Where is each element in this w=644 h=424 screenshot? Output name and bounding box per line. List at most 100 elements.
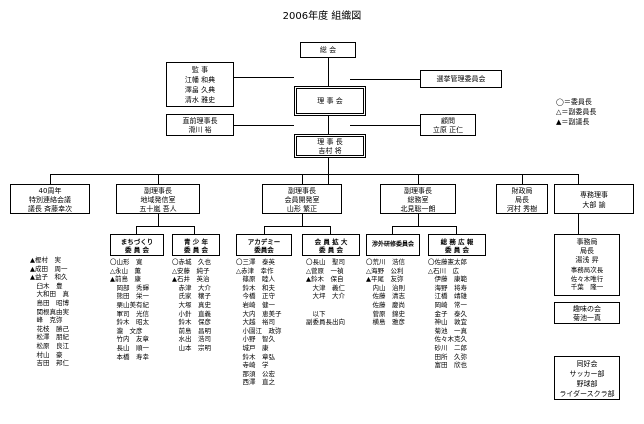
secretariat-line: 事務局 [576, 238, 598, 246]
connector [578, 174, 579, 184]
connector [522, 174, 523, 184]
committee-members: 〇山形 寛 △永山 薫 ▲前島 康 岡部 秀輝 熊田 栄一 栗山美有紀 軍司 光… [110, 258, 149, 361]
connector [456, 226, 457, 234]
committee-members: 〇荒川 浩信 △海野 公利 ▲平尾 友弥 内山 治則 佐藤 清志 佐藤 慶尚 菅… [366, 258, 405, 327]
connector [234, 77, 294, 78]
connector [158, 214, 159, 226]
division-line: 北見聡一朗 [400, 205, 436, 213]
connector [264, 226, 265, 234]
committee-name: アカデミー 委員会 [247, 238, 281, 254]
chart-title: 2006年度 組織図 [282, 11, 362, 22]
connector [350, 125, 420, 126]
division-line: 40周年 [38, 187, 62, 195]
special-conference-members: ▲樫村 実 ▲成田 周一 ▲益子 和久 臼木 豊 大和田 真 島田 昭博 関根真… [30, 256, 69, 368]
connector [302, 174, 303, 184]
advisor-title: 顧問 [441, 117, 455, 125]
clubs-line: 同好会 [576, 360, 598, 368]
committee-members: 〇三澤 泰英 △赤津 幸作 篠原 睦人 鈴木 和夫 今橋 正守 岩崎 健一 大内… [236, 258, 282, 387]
connector [234, 125, 294, 126]
election-committee-label: 選挙管理委員会 [436, 75, 486, 83]
legend-vice-chair: △＝副委員長 [556, 108, 597, 116]
committee-name: 青 少 年 委 員 会 [183, 238, 209, 254]
division-line: 財政局 [511, 187, 533, 195]
chair-title: 理 事 長 [317, 138, 343, 146]
division-line: 総務室 [407, 196, 429, 204]
connector [328, 58, 329, 198]
committee-name: 渉外研修委員会 [371, 241, 414, 248]
committee-academy-box: アカデミー 委員会 [236, 234, 292, 256]
division-finance-box: 財政局 局長 河村 秀樹 [496, 184, 548, 214]
committee-external-box: 渉外研修委員会 [366, 234, 420, 256]
auditor-name: 清水 雅史 [184, 96, 216, 104]
general-meeting-label: 総 会 [319, 46, 337, 54]
division-line: 特別連絡会議 [29, 196, 71, 204]
committee-pr-box: 総 務 広 報 委 員 会 [428, 234, 486, 256]
division-line: 大部 諭 [582, 201, 606, 209]
legend-vice-speaker: ▲＝副議長 [556, 118, 590, 126]
committee-members: 〇長山 聖司 △菅原 一禎 ▲鈴木 保自 大津 義仁 大坪 大介 以下 副委員長… [306, 258, 345, 327]
board-label: 理 事 会 [317, 97, 343, 105]
advisor-box: 顧問 立原 正仁 [420, 114, 476, 136]
clubs-box: 同好会 サッカー部 野球部 ライダースクラ部 [554, 356, 620, 400]
hobby-line: 趣味の会 [573, 305, 601, 313]
auditors-title: 監 事 [191, 66, 209, 74]
connector [350, 79, 420, 80]
board-box: 理 事 会 [294, 86, 366, 116]
division-line: 副理事長 [288, 187, 316, 195]
connector [418, 174, 419, 184]
connector [136, 226, 194, 227]
hobby-box: 趣味の会 菊池一真 [554, 302, 620, 324]
advisor-name: 立原 正仁 [432, 126, 464, 134]
clubs-line: 野球部 [576, 380, 598, 388]
connector [578, 214, 579, 234]
division-line: 副理事長 [144, 187, 172, 195]
auditor-name: 江幡 和典 [184, 76, 216, 84]
connector [302, 214, 303, 226]
connector [50, 174, 51, 184]
committee-youth-box: 青 少 年 委 員 会 [172, 234, 220, 256]
auditors-box: 監 事 江幡 和典 澤畠 久典 清水 雅史 [166, 62, 234, 107]
chair-box: 理 事 長 吉村 将 [294, 134, 366, 158]
former-chair-name: 滑川 裕 [188, 126, 212, 134]
committee-name: 会 員 拡 大 委 員 会 [314, 238, 348, 254]
connector [136, 226, 137, 234]
former-chair-box: 直前理事長 滑川 裕 [166, 114, 234, 136]
division-membership-box: 副理事長 会員開発室 山形 繁正 [262, 184, 342, 214]
division-line: 副理事長 [404, 187, 432, 195]
connector [392, 226, 393, 234]
hobby-line: 菊池一真 [573, 314, 601, 322]
general-meeting-box: 総 会 [300, 42, 356, 58]
division-line: 五十嵐 吾人 [139, 205, 177, 213]
division-line: 河村 秀樹 [506, 205, 538, 213]
division-line: 議長 斉藤幸次 [27, 205, 73, 213]
secretariat-line: 局長 [580, 247, 594, 255]
division-line: 専務理事 [580, 191, 608, 199]
secretariat-line: 湯浅 昇 [575, 256, 599, 264]
secretariat-members: 事務局次長 佐々木唯行 千葉 隆一 [570, 266, 604, 292]
auditor-name: 澤畠 久典 [184, 86, 216, 94]
division-line: 局長 [515, 196, 529, 204]
former-chair-title: 直前理事長 [182, 117, 218, 125]
committee-name: まちづくり 委 員 会 [120, 238, 154, 254]
connector [158, 174, 159, 184]
connector [194, 226, 195, 234]
committee-town-box: まちづくり 委 員 会 [110, 234, 164, 256]
connector [330, 226, 331, 234]
committee-members: 〇佐藤憲太郎 △石川 広 伊藤 康範 海野 将寿 江橋 靖雄 岡崎 常一 金子 … [428, 258, 467, 370]
division-line: 山形 繁正 [286, 205, 318, 213]
connector [418, 214, 419, 226]
clubs-line: ライダースクラ部 [559, 390, 615, 398]
clubs-line: サッカー部 [569, 370, 605, 378]
committee-name: 総 務 広 報 委 員 会 [440, 238, 474, 254]
division-40th-box: 40周年 特別連絡会議 議長 斉藤幸次 [10, 184, 90, 214]
legend-committee-chair: ◯＝委員長 [556, 98, 592, 106]
connector [50, 174, 578, 175]
division-regional-box: 副理事長 地域発信室 五十嵐 吾人 [116, 184, 200, 214]
connector [264, 226, 330, 227]
division-line: 地域発信室 [140, 196, 176, 204]
election-committee-box: 選挙管理委員会 [420, 70, 502, 88]
secretariat-box: 事務局 局長 湯浅 昇 事務局次長 佐々木唯行 千葉 隆一 [554, 234, 620, 296]
committee-expansion-box: 会 員 拡 大 委 員 会 [302, 234, 360, 256]
committee-members: 〇赤城 久也 △安藤 純子 ▲石井 英治 赤津 大介 氏家 穣子 大塚 真史 小… [172, 258, 211, 352]
connector [392, 226, 456, 227]
